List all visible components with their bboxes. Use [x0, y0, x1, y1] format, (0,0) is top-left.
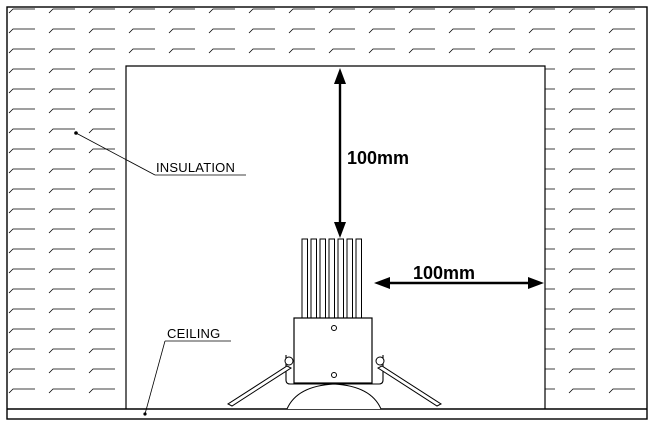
ceiling-callout — [143, 340, 231, 416]
body-screw-bottom — [331, 372, 337, 378]
downlight-fixture — [226, 238, 443, 410]
heatsink-fins — [301, 238, 362, 320]
cavity-outline — [125, 65, 546, 409]
insulation-callout — [74, 131, 246, 176]
horizontal-dimension-label: 100mm — [413, 263, 475, 283]
drawing-frame — [6, 6, 648, 420]
vertical-dimension-label: 100mm — [347, 148, 409, 168]
ceiling-label: CEILING — [167, 326, 220, 341]
insulation-label: INSULATION — [156, 160, 235, 175]
fixture-body — [293, 317, 373, 384]
fixture-dome — [286, 383, 382, 410]
body-screw-top — [331, 325, 337, 331]
horizontal-dimension — [374, 277, 544, 289]
vertical-dimension — [334, 68, 346, 238]
right-spring-clip — [375, 356, 443, 407]
left-spring-clip — [226, 356, 294, 407]
